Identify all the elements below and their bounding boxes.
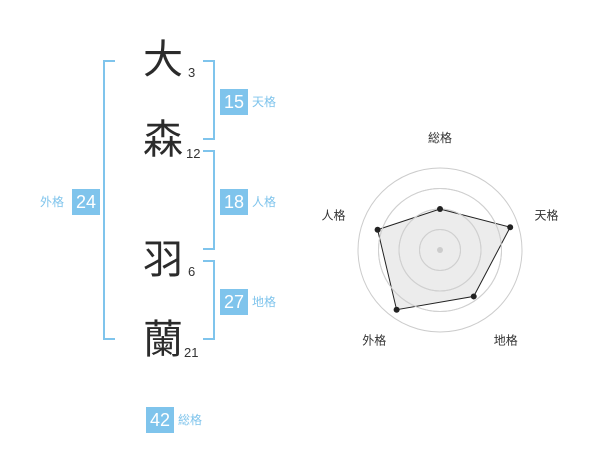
name-char-3: 羽 <box>143 237 183 283</box>
radar-axis-label-3: 地格 <box>494 333 518 348</box>
radar-point-3 <box>470 293 477 300</box>
radar-point-2 <box>507 224 514 231</box>
gaikaku-value-badge: 24 <box>72 189 100 215</box>
radar-axis-label-2: 天格 <box>534 207 558 222</box>
radar-axis-label-5: 人格 <box>321 207 345 222</box>
gaikaku-bracket <box>103 60 115 340</box>
chikaku-bracket <box>203 260 215 340</box>
stroke-count-3: 6 <box>188 264 196 279</box>
name-char-1: 大 <box>143 37 183 83</box>
chikaku-value-badge: 27 <box>220 289 248 315</box>
stroke-count-4: 21 <box>184 345 199 360</box>
name-char-4: 蘭 <box>143 317 183 363</box>
soukaku-value-badge: 42 <box>146 407 174 433</box>
tenkaku-value-badge: 15 <box>220 89 248 115</box>
jinkaku-bracket <box>203 150 215 250</box>
radar-ring-overlay-1 <box>419 229 461 271</box>
jinkaku-value-badge: 18 <box>220 189 248 215</box>
radar-ring-overlay-3 <box>378 188 502 312</box>
radar-polygon <box>377 208 511 311</box>
radar-point-4 <box>393 306 400 313</box>
radar-axis-label-4: 外格 <box>362 333 386 348</box>
tenkaku-label: 天格 <box>252 95 277 109</box>
radar-center-dot <box>437 247 443 253</box>
stroke-count-2: 12 <box>186 146 201 161</box>
gaikaku-label: 外格 <box>40 195 65 209</box>
stroke-count-1: 3 <box>188 65 196 80</box>
soukaku-label: 総格 <box>178 413 203 427</box>
radar-point-1 <box>437 206 443 212</box>
tenkaku-bracket <box>203 60 215 140</box>
radar-point-5 <box>374 226 381 233</box>
name-char-2: 森 <box>143 117 183 163</box>
chikaku-label: 地格 <box>252 295 277 309</box>
radar-axis-label-1: 総格 <box>428 130 452 145</box>
jinkaku-label: 人格 <box>252 195 277 209</box>
